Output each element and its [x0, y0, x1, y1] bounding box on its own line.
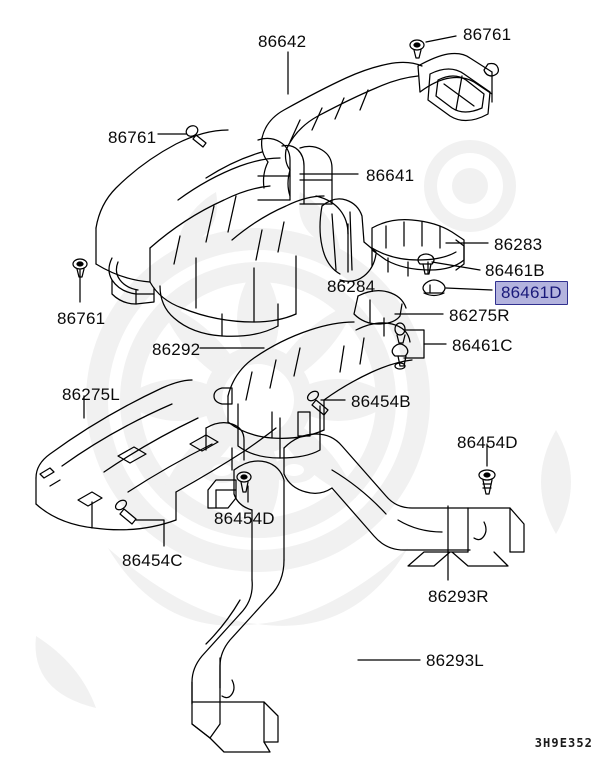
callout-86284: 86284	[327, 277, 376, 296]
callout-86641: 86641	[366, 166, 415, 185]
callout-86454b: 86454B	[351, 392, 411, 411]
callout-86761-top-right: 86761	[463, 25, 512, 44]
callout-86642: 86642	[258, 32, 307, 51]
callout-86461b: 86461B	[485, 261, 545, 280]
callout-86283: 86283	[494, 235, 543, 254]
callout-86761-upper-left: 86761	[108, 128, 157, 147]
callout-86275l: 86275L	[62, 385, 120, 404]
callout-86454c: 86454C	[122, 551, 183, 570]
callout-86461c: 86461C	[452, 336, 513, 355]
diagram-code: 3H9E352	[534, 736, 593, 750]
callout-86293r: 86293R	[428, 587, 489, 606]
callout-86761-lower-left: 86761	[57, 309, 106, 328]
callout-86461d-selected[interactable]: 86461D	[495, 281, 568, 305]
callout-86454d-left: 86454D	[214, 509, 275, 528]
callout-86275r: 86275R	[449, 306, 510, 325]
callout-86293l: 86293L	[426, 651, 484, 670]
callout-86292: 86292	[152, 340, 201, 359]
callout-86454d-right: 86454D	[457, 433, 518, 452]
